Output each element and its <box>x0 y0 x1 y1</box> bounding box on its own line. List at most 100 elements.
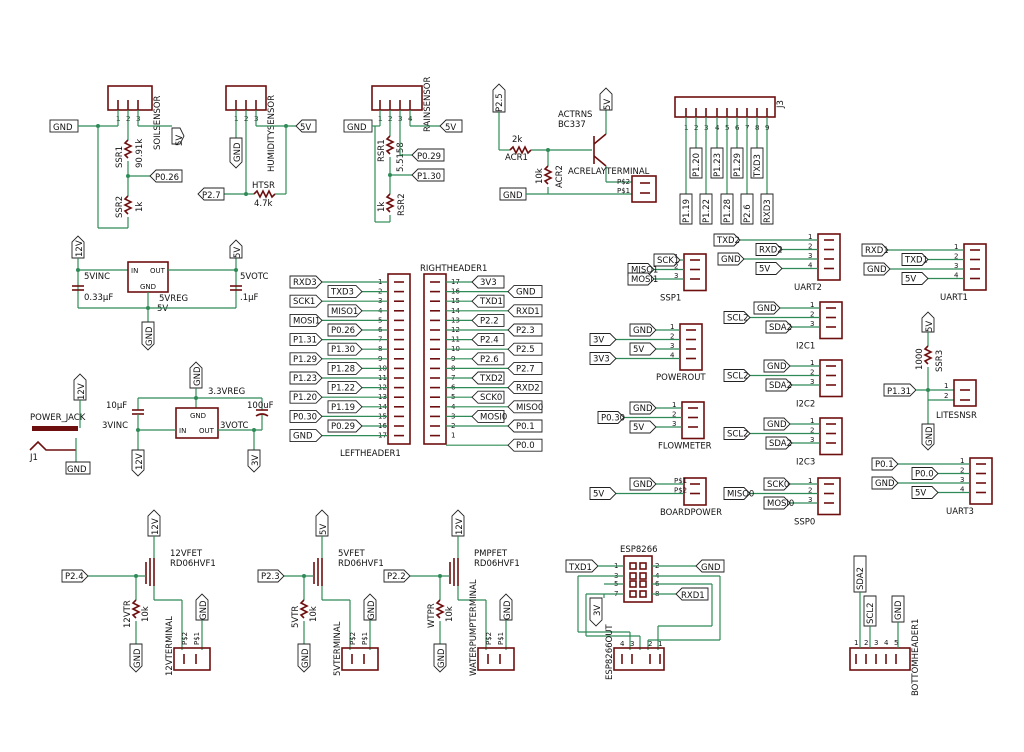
relay-r2-value: 10k <box>535 168 545 184</box>
right-net-inner-1-tag <box>471 294 505 308</box>
uart1-pin-2: 3 <box>954 262 958 270</box>
rain-out-a: P0.29 <box>417 152 441 162</box>
fet12-term-name: 12VTERMINAL <box>165 616 175 676</box>
bpower-body <box>683 477 707 506</box>
bottom-net-tag-2 <box>891 595 905 623</box>
flow-pin-2: 3 <box>672 420 676 428</box>
uart2-net-1: RXD2 <box>759 246 783 256</box>
uart3-net-3-tag <box>911 486 939 499</box>
right-net-outer-1-tag <box>507 304 543 318</box>
reg5-pin-out: OUT <box>150 267 166 275</box>
fet5-gnd-label: GND <box>301 648 311 668</box>
uart3-pin-1: 2 <box>960 467 964 475</box>
fetp-gnd2-label: GND <box>503 600 513 620</box>
j3-net-8: RXD3 <box>763 199 773 223</box>
uart2-net-1-tag <box>755 243 783 256</box>
relay-r2-ref: ACR2 <box>555 165 565 188</box>
relay-5v-label: 5V <box>603 99 613 110</box>
relay-r1-ref: ACR1 <box>505 153 528 163</box>
fet12-gnd-label: GND <box>133 648 143 668</box>
lite-r-value: 1000 <box>915 348 925 370</box>
uart1-net-0: RXD1 <box>865 246 889 256</box>
fetp-v-tag <box>451 509 465 537</box>
fet12-v-label: 12V <box>151 518 161 535</box>
i2c1-pin-0: 1 <box>810 301 814 309</box>
i2c1-net-2-tag <box>765 320 793 334</box>
hum-5v-label: 5V <box>300 123 311 133</box>
j3-net-6: P2.6 <box>743 204 753 223</box>
powerout-net-1: 3V <box>593 336 604 346</box>
i2c2-body <box>819 359 843 398</box>
i2c2-net-1: SCL2 <box>727 372 748 382</box>
ssp0-net-2: MOSI0 <box>767 499 794 509</box>
powerout-net-0: GND <box>633 326 653 336</box>
soil-ssr1-ref: SSR1 <box>115 146 125 168</box>
esp-3v-label: 3V <box>593 605 603 616</box>
uart1-net-2: GND <box>867 265 887 275</box>
right-net-outer-3: P2.5 <box>516 345 535 355</box>
fet12-s2: P$1 <box>193 632 201 645</box>
powerout-net-3: 3V3 <box>593 355 610 365</box>
right-net-outer-7: P0.1 <box>516 422 535 432</box>
right-net-inner-0-tag <box>471 275 505 289</box>
powerout-pin-3: 4 <box>670 352 675 360</box>
fet12-s1: P$2 <box>181 632 189 645</box>
left-net-inner-0: TXD3 <box>330 288 354 298</box>
esp-out-pin-1: 3 <box>630 640 634 648</box>
right-pin-1: 1 <box>451 432 455 440</box>
powerout-net-1-tag <box>589 333 617 346</box>
fet5-part: RD06HVF1 <box>338 559 384 569</box>
left-net-inner-0-tag <box>327 285 363 299</box>
ssp0-pin-0: 1 <box>808 477 812 485</box>
j3-net-tag-6 <box>740 193 754 225</box>
ssp1-net-0-tag <box>653 253 681 267</box>
ssp1-net-0: SCK1 <box>657 256 679 266</box>
flow-net-1-tag <box>597 411 625 424</box>
fetp-s2: P$1 <box>497 632 505 645</box>
ssp0-net-0-tag <box>763 477 791 491</box>
i2c3-net-0: GND <box>767 420 787 430</box>
fet12-in-label-tag <box>61 569 89 583</box>
bottom-net-tag-1 <box>863 595 877 627</box>
right-net-inner-6-tag <box>471 390 505 404</box>
j3-net-tag-5 <box>730 147 744 179</box>
bottom-net-2: GND <box>894 600 904 620</box>
reg5-pin-gnd: GND <box>140 283 156 291</box>
uart1-net-1: TXD1 <box>904 256 928 266</box>
left-net-inner-6: P1.19 <box>331 403 355 413</box>
reg33-gnd-label: GND <box>193 366 203 386</box>
soil-sensor-block: 1 2 3 SOILSENSOR GND 5V SSR1 90.91k SSR2… <box>49 85 185 229</box>
left-net-inner-1-tag <box>327 304 363 318</box>
hum-r-ref: HTSR <box>252 181 275 191</box>
esp-out-pin-0: 4 <box>620 640 625 648</box>
power-jack-block: 12V POWER_JACK J1 GND <box>29 373 91 475</box>
uart1-net-3-tag <box>901 272 929 285</box>
flow-net-0-tag <box>629 401 657 415</box>
j3-net-tag-2 <box>699 193 713 225</box>
uart2-net-2: GND <box>721 255 741 265</box>
i2c1-pin-2: 3 <box>810 320 814 328</box>
i2c2-net-0: GND <box>767 362 787 372</box>
reg5-5v-label: 5V <box>233 247 243 258</box>
bpower-pin-0: P$1 <box>674 477 687 485</box>
fet5-s1: P$2 <box>349 632 357 645</box>
powerout-pin-2: 3 <box>670 342 674 350</box>
bpower-net-1-tag <box>589 487 617 500</box>
left-net-inner-1: MISO1 <box>331 307 358 317</box>
bottom-pin-3: 3 <box>874 639 878 647</box>
flow-pin-0: 1 <box>672 401 676 409</box>
esp-name: ESP8266 <box>620 545 658 555</box>
fet12-part: RD06HVF1 <box>170 559 216 569</box>
relay-q-value: BC337 <box>558 120 586 130</box>
jack-name: POWER_JACK <box>30 413 86 423</box>
relay-term-name: ACRELAYTERMINAL <box>568 167 650 177</box>
i2c2-net-2: SDA2 <box>769 381 792 391</box>
flow-pin-1: 2 <box>672 411 676 419</box>
ssp1-pin-2: 3 <box>674 272 678 280</box>
fetp-term-name: WATERPUMPTERMINAL <box>469 579 479 676</box>
uart2-net-0-tag <box>713 233 741 247</box>
lite-sensor-block: 5V 1000 SSR3 P1.31 GND 1 2 LITESNSR <box>883 311 977 451</box>
fet5-gnd-tag <box>297 643 311 673</box>
